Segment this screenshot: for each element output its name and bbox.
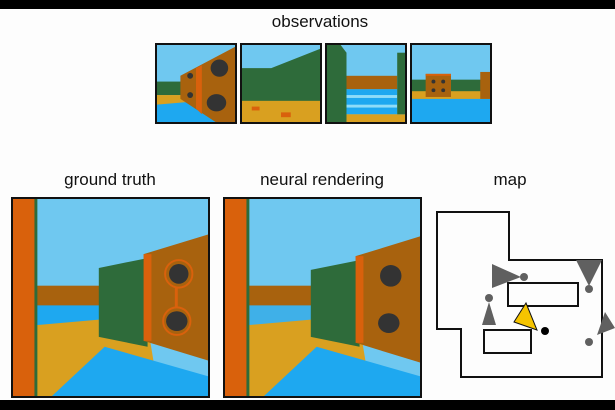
ground-truth-frame bbox=[11, 197, 210, 398]
observation-camera-4 bbox=[585, 312, 615, 346]
bottom-black-bar bbox=[0, 400, 615, 410]
neural-rendering-title: neural rendering bbox=[260, 170, 384, 189]
observations-title: observations bbox=[271, 12, 369, 31]
map-panel bbox=[425, 195, 615, 395]
map-obstacle-1 bbox=[507, 282, 579, 307]
neural-rendering-frame bbox=[223, 197, 422, 398]
observation-frame-1 bbox=[155, 43, 237, 124]
observation-frame-3 bbox=[325, 43, 407, 124]
map-outer-wall bbox=[436, 211, 603, 378]
observation-camera-1 bbox=[492, 264, 528, 288]
observation-frame-4 bbox=[410, 43, 492, 124]
map-title: map bbox=[493, 170, 527, 189]
map-obstacle-2 bbox=[483, 329, 532, 354]
observation-camera-2 bbox=[576, 260, 602, 293]
observation-camera-3 bbox=[482, 294, 496, 325]
top-black-bar bbox=[0, 0, 615, 9]
query-camera bbox=[513, 301, 549, 335]
observation-frame-2 bbox=[240, 43, 322, 124]
ground-truth-title: ground truth bbox=[64, 170, 156, 189]
